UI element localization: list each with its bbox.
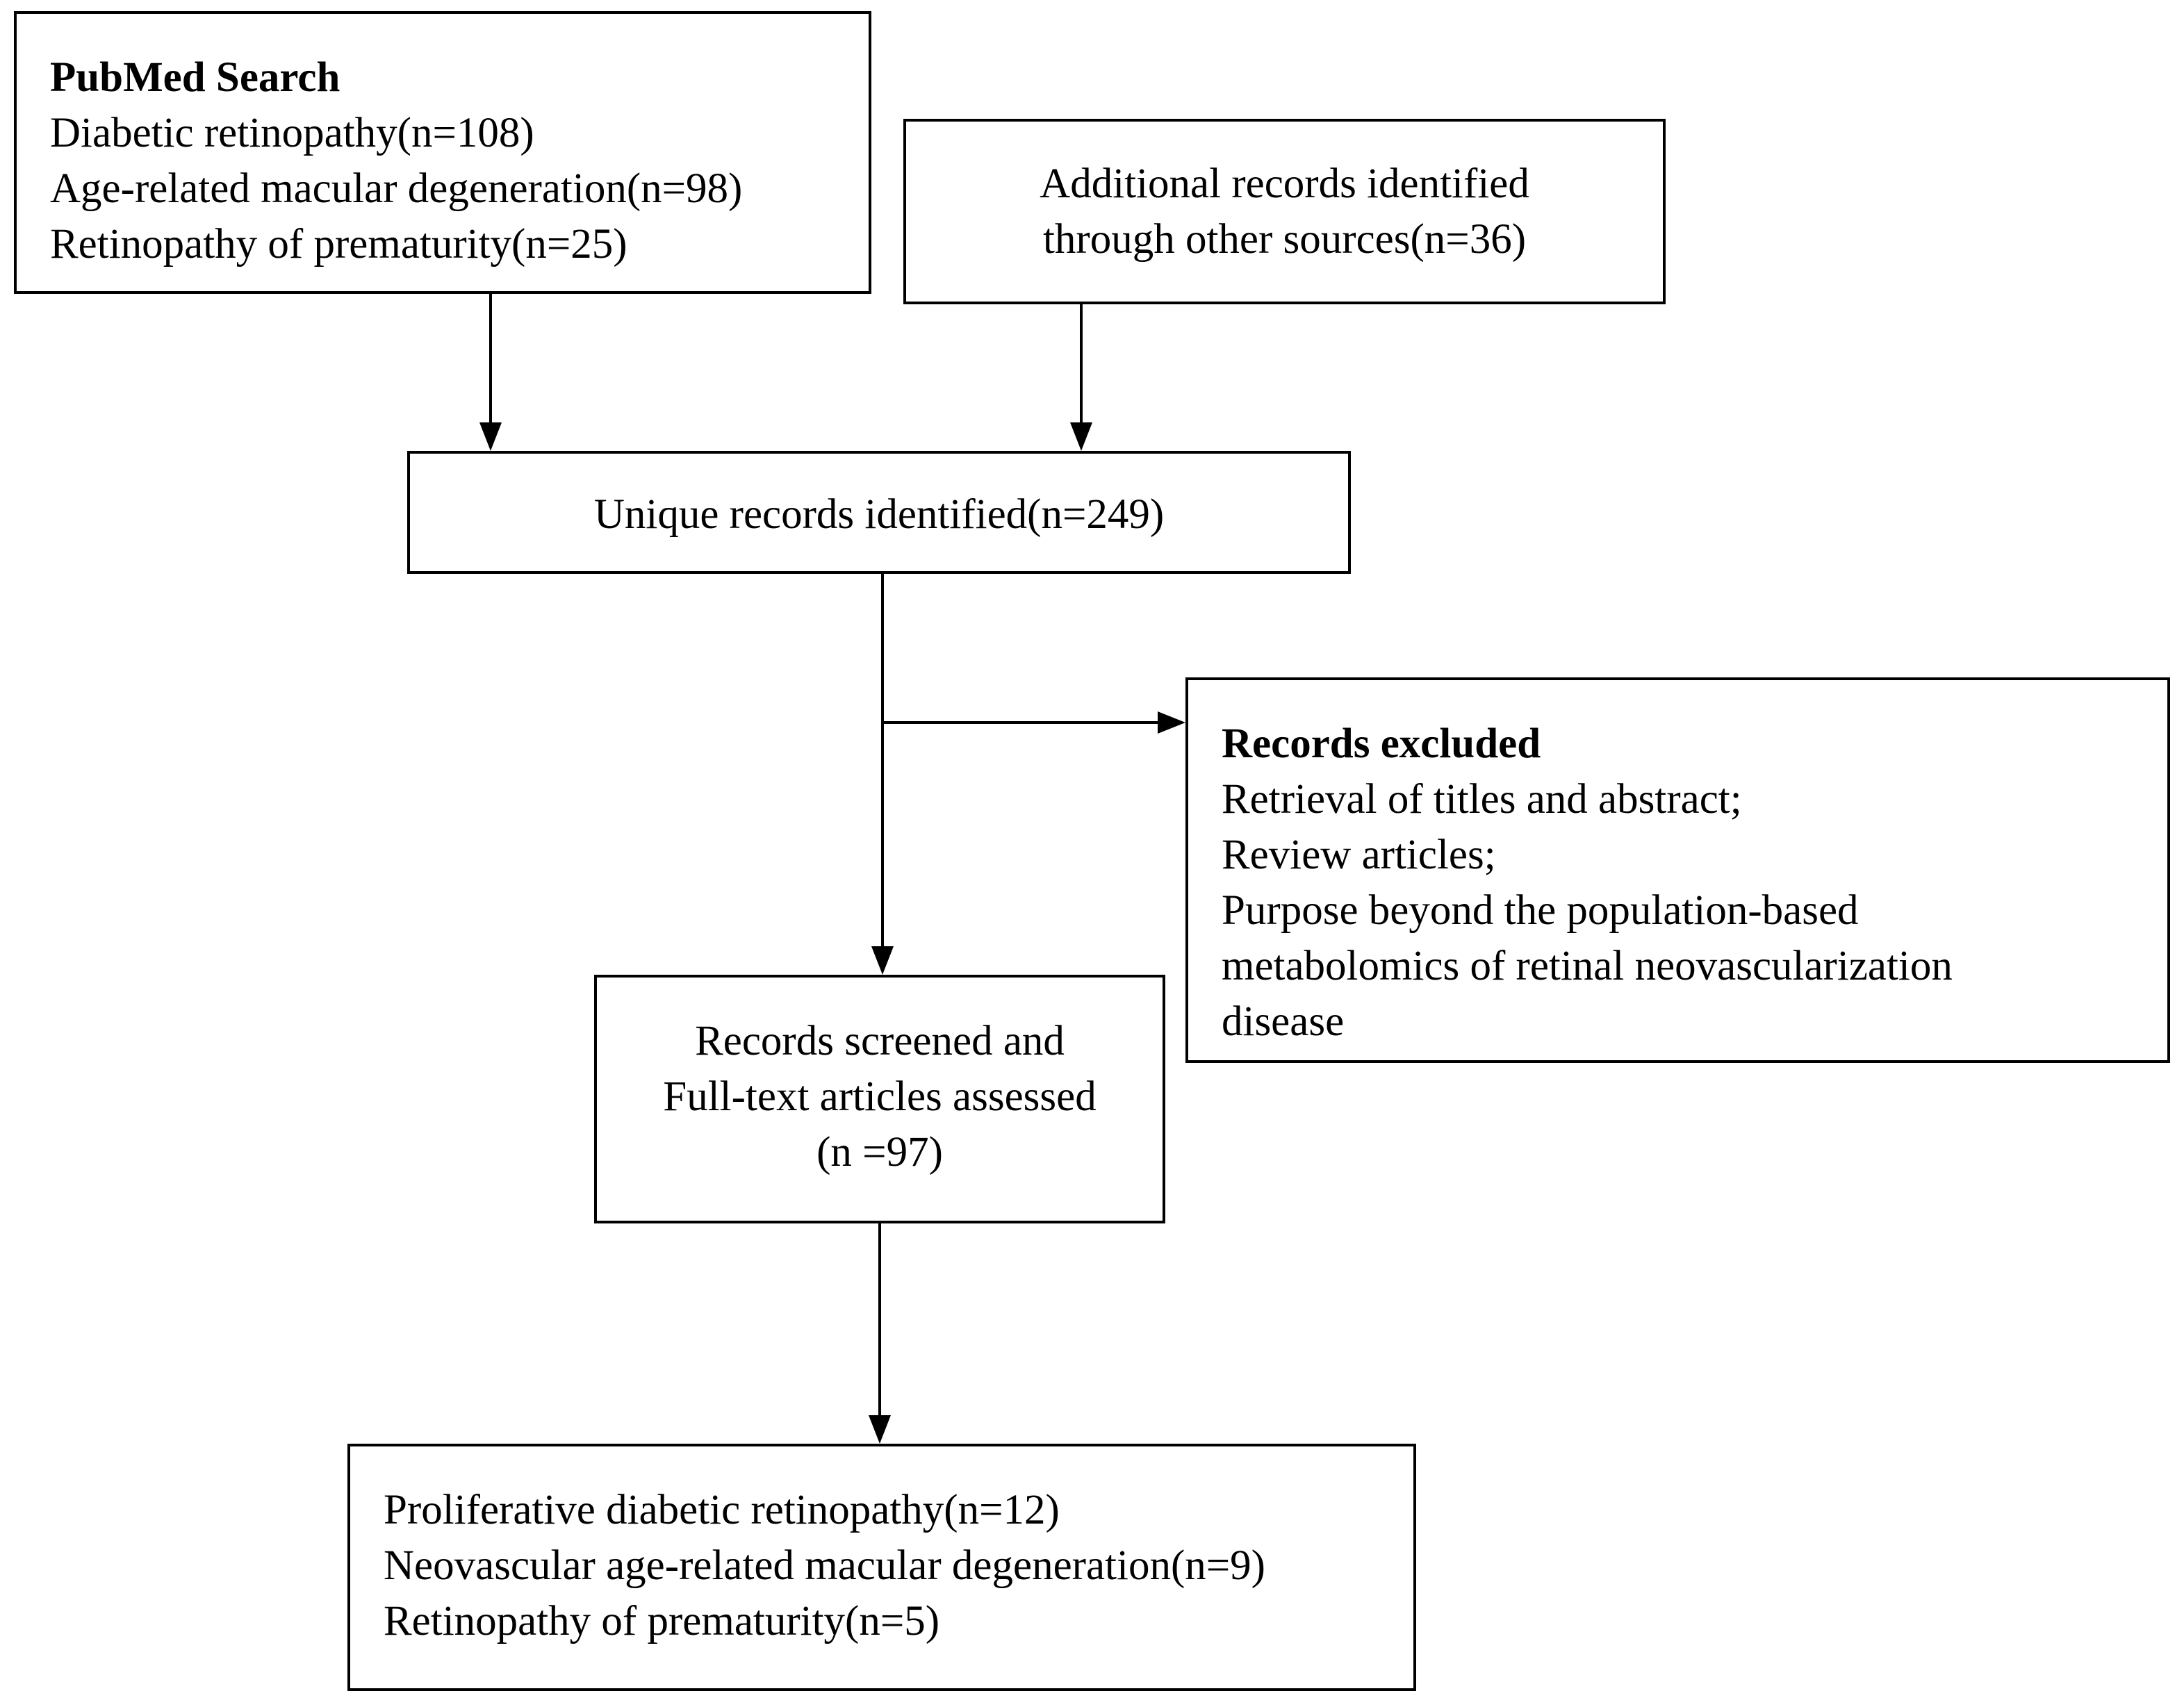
pubmed-line-diabetic-retinopathy: Diabetic retinopathy(n=108) [50, 110, 534, 156]
records-excluded-title: Records excluded [1222, 720, 1541, 767]
excluded-line-5: disease [1222, 998, 1345, 1045]
arrowhead-screened [871, 946, 894, 975]
pubmed-line-amd: Age-related macular degeneration(n=98) [50, 165, 743, 212]
screened-line-1: Records screened and [695, 1018, 1065, 1064]
final-line-namd: Neovascular age-related macular degenera… [384, 1542, 1265, 1589]
arrowhead-additional [1070, 422, 1092, 451]
excluded-line-4: metabolomics of retinal neovascularizati… [1222, 943, 1953, 989]
final-line-rop: Retinopathy of prematurity(n=5) [384, 1598, 940, 1644]
screened-line-3: (n =97) [816, 1129, 943, 1176]
additional-records-box: Additional records identified through ot… [903, 119, 1666, 304]
additional-line-1: Additional records identified [1040, 160, 1529, 207]
pubmed-search-box: PubMed Search Diabetic retinopathy(n=108… [14, 11, 871, 294]
excluded-line-3: Purpose beyond the population-based [1222, 887, 1859, 934]
unique-records-text: Unique records identified(n=249) [593, 491, 1165, 538]
excluded-line-2: Review articles; [1222, 832, 1496, 878]
pubmed-line-rop: Retinopathy of prematurity(n=25) [50, 221, 627, 267]
arrowhead-excluded [1158, 711, 1185, 734]
unique-records-box: Unique records identified(n=249) [407, 451, 1351, 574]
excluded-line-1: Retrieval of titles and abstract; [1222, 776, 1742, 823]
additional-line-2: through other sources(n=36) [1042, 216, 1527, 263]
arrowhead-final [869, 1415, 891, 1444]
screened-line-2: Full-text articles assessed [663, 1073, 1097, 1120]
arrowhead-pubmed [479, 422, 502, 451]
included-studies-box: Proliferative diabetic retinopathy(n=12)… [347, 1444, 1416, 1691]
records-excluded-box: Records excluded Retrieval of titles and… [1185, 677, 2170, 1063]
records-screened-box: Records screened and Full-text articles … [594, 975, 1165, 1223]
pubmed-search-title: PubMed Search [50, 54, 340, 101]
final-line-pdr: Proliferative diabetic retinopathy(n=12) [384, 1487, 1060, 1533]
